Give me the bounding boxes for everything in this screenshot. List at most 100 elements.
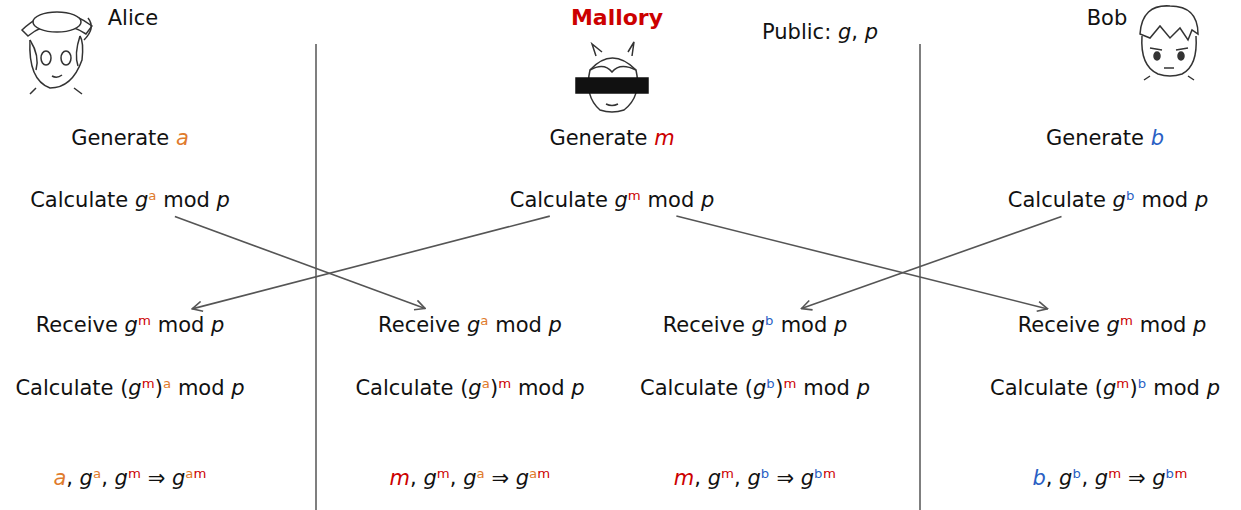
text-run: b	[1032, 466, 1045, 490]
text-run: ᵐ	[142, 376, 155, 400]
text-run: mod	[151, 313, 211, 337]
step-text: Generate b	[1046, 125, 1164, 151]
step-text: Calculate (gᵃ)ᵐ mod p	[355, 375, 584, 401]
text-run: Receive	[378, 313, 467, 337]
text-run: Calculate (	[355, 376, 468, 400]
text-run: Bob	[1087, 6, 1128, 30]
text-run: a	[53, 466, 66, 490]
text-run: g	[172, 466, 185, 490]
text-run: p	[701, 188, 714, 212]
text-run: g	[468, 376, 481, 400]
text-run: g	[1107, 313, 1120, 337]
text-run: g	[1103, 376, 1116, 400]
step-node: Receive gᵃ mod p	[374, 310, 566, 340]
text-run: ᵐ	[1120, 313, 1133, 337]
text-run: ,	[450, 466, 463, 490]
alice-avatar	[22, 12, 92, 94]
text-run: g	[1095, 466, 1108, 490]
text-run: g	[115, 466, 128, 490]
text-run: ,	[694, 466, 707, 490]
text-run: mod	[1133, 313, 1193, 337]
step-node: Receive gᵇ mod p	[659, 310, 852, 340]
text-run: p	[549, 313, 562, 337]
text-run: p	[1195, 188, 1208, 212]
step-text: Calculate gᵃ mod p	[30, 187, 230, 213]
text-run: mod	[774, 313, 834, 337]
mallory-avatar	[576, 42, 648, 112]
text-run: p	[834, 313, 847, 337]
text-run: g	[516, 466, 529, 490]
text-run: Receive	[663, 313, 752, 337]
text-run: )	[155, 376, 163, 400]
text-run: ᵐ	[823, 466, 836, 490]
step-text: Calculate (gᵇ)ᵐ mod p	[640, 375, 870, 401]
text-run: p	[571, 376, 584, 400]
text-run: Receive	[1018, 313, 1107, 337]
text-run: p	[1193, 313, 1206, 337]
text-run: ⇒	[770, 466, 801, 490]
text-run: ᵐ	[138, 313, 151, 337]
text-run: ᵐ	[1116, 376, 1129, 400]
text-run: ᵇ	[766, 376, 775, 400]
text-run: g	[752, 313, 765, 337]
text-run: ᵇ	[765, 313, 774, 337]
step-text: Receive gᵐ mod p	[36, 312, 225, 338]
text-run: ⇒	[141, 466, 172, 490]
text-run: g	[423, 466, 436, 490]
text-run: )	[490, 376, 498, 400]
text-run: mod	[489, 313, 549, 337]
text-run: mod	[511, 376, 571, 400]
step-node: Calculate gᵐ mod p	[506, 185, 719, 215]
text-run: Calculate (	[640, 376, 753, 400]
text-run: ⇒	[485, 466, 516, 490]
text-run: g	[1152, 466, 1165, 490]
text-run: Public:	[762, 20, 838, 44]
text-run: g	[838, 20, 851, 44]
step-node: Receive gᵐ mod p	[1014, 310, 1211, 340]
result-text: b, gᵇ, gᵐ ⇒ gᵇᵐ	[1032, 465, 1187, 491]
text-run: ᵐ	[537, 466, 550, 490]
text-run: ᵐ	[1175, 466, 1188, 490]
text-run: ,	[851, 20, 864, 44]
text-run: ᵇ	[1166, 466, 1175, 490]
text-run: g	[801, 466, 814, 490]
text-run: ᵐ	[1108, 466, 1121, 490]
result-text: m, gᵐ, gᵃ ⇒ gᵃᵐ	[390, 465, 551, 491]
text-run: p	[1207, 376, 1220, 400]
text-run: ,	[101, 466, 114, 490]
text-run: ,	[1081, 466, 1094, 490]
text-run: ᵐ	[498, 376, 511, 400]
text-run: a	[176, 126, 189, 150]
result-text: a, gᵃ, gᵐ ⇒ gᵃᵐ	[53, 465, 206, 491]
bob-avatar	[1140, 6, 1198, 80]
text-run: Generate	[71, 126, 176, 150]
step-node: Calculate gᵃ mod p	[26, 185, 234, 215]
name-label: Mallory	[571, 4, 663, 32]
text-run: p	[217, 188, 230, 212]
text-run: m	[674, 466, 694, 490]
text-run: mod	[641, 188, 701, 212]
text-run: ᵃ	[148, 188, 156, 212]
text-run: g	[753, 376, 766, 400]
text-run: ᵐ	[784, 376, 797, 400]
text-run: m	[390, 466, 410, 490]
text-run: Receive	[36, 313, 125, 337]
text-run: Calculate (	[990, 376, 1103, 400]
text-run: g	[1059, 466, 1072, 490]
text-run: ᵐ	[194, 466, 207, 490]
text-run: Calculate (	[15, 376, 128, 400]
text-run: ᵐ	[721, 466, 734, 490]
text-run: p	[857, 376, 870, 400]
arrow-connector	[676, 216, 1047, 309]
step-text: Calculate gᵇ mod p	[1008, 187, 1208, 213]
arrow-connector	[801, 216, 1061, 308]
text-run: g	[614, 188, 627, 212]
text-run: ᵃ	[529, 466, 537, 490]
text-run: ᵃ	[163, 376, 171, 400]
text-run: )	[1129, 376, 1137, 400]
step-text: Receive gᵐ mod p	[1018, 312, 1207, 338]
text-run: ᵃ	[482, 376, 490, 400]
text-run: g	[463, 466, 476, 490]
